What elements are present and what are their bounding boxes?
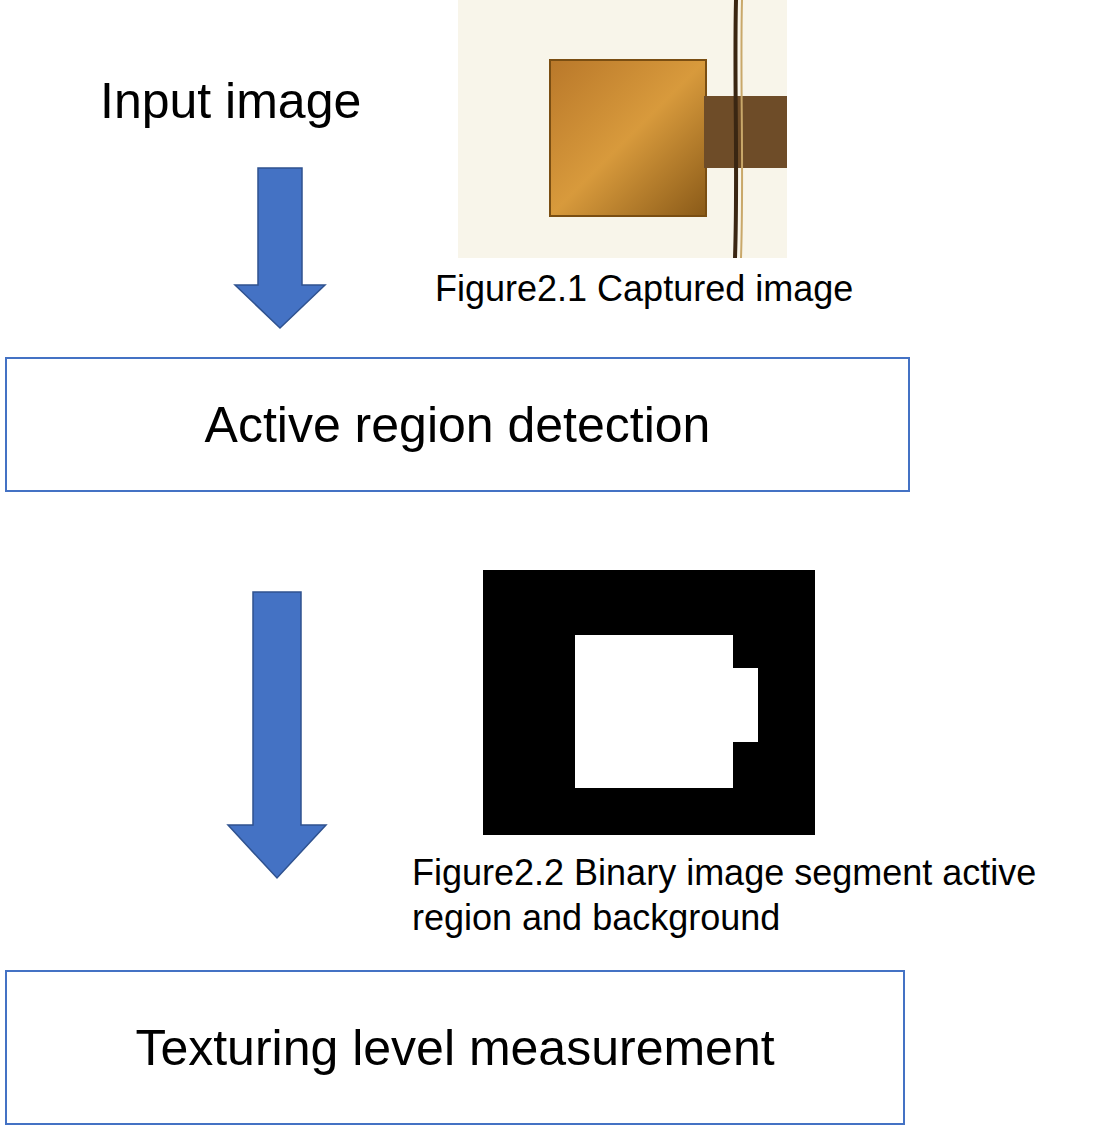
binary-image: [483, 570, 815, 835]
box-text: Texturing level measurement: [135, 1018, 774, 1078]
figure-caption: Figure2.2 Binary image segment active re…: [412, 850, 1037, 940]
block-arrow: [228, 592, 326, 878]
process-box: Texturing level measurement: [5, 970, 905, 1125]
process-box: Active region detection: [5, 357, 910, 492]
box-text: Active region detection: [205, 395, 711, 455]
input-label: Input image: [100, 70, 361, 133]
captured-image: [458, 0, 787, 258]
block-arrow: [235, 168, 325, 328]
figure-caption: Figure2.1 Captured image: [435, 266, 853, 311]
